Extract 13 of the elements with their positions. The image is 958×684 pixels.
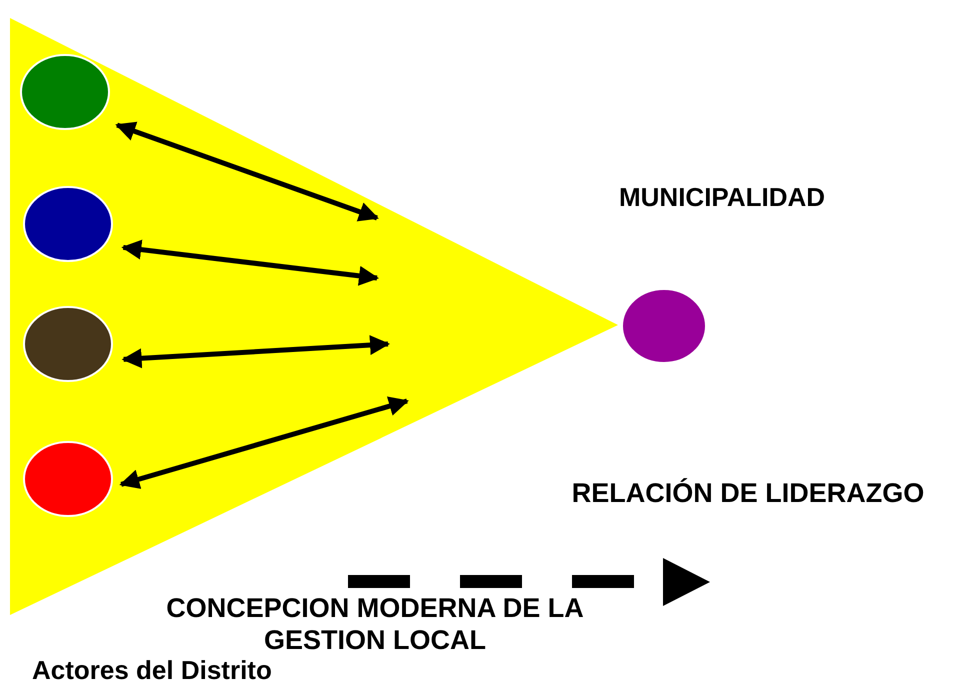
node-caption: MUNICIPALIDAD xyxy=(619,181,826,213)
double-arrow xyxy=(122,335,390,368)
double-arrow xyxy=(115,122,379,222)
circle-node xyxy=(23,186,113,262)
double-arrow xyxy=(121,240,379,286)
text-label: RELACIÓN DE LIDERAZGO xyxy=(570,477,926,509)
circle-node xyxy=(23,306,113,382)
circle-node xyxy=(20,54,110,130)
circle-node xyxy=(621,288,707,364)
double-arrow xyxy=(119,396,409,489)
text-label: Actores del Distrito xyxy=(32,654,273,684)
circle-node xyxy=(23,441,113,517)
text-label: CONCEPCION MODERNA DE LA GESTION LOCAL xyxy=(165,592,585,656)
